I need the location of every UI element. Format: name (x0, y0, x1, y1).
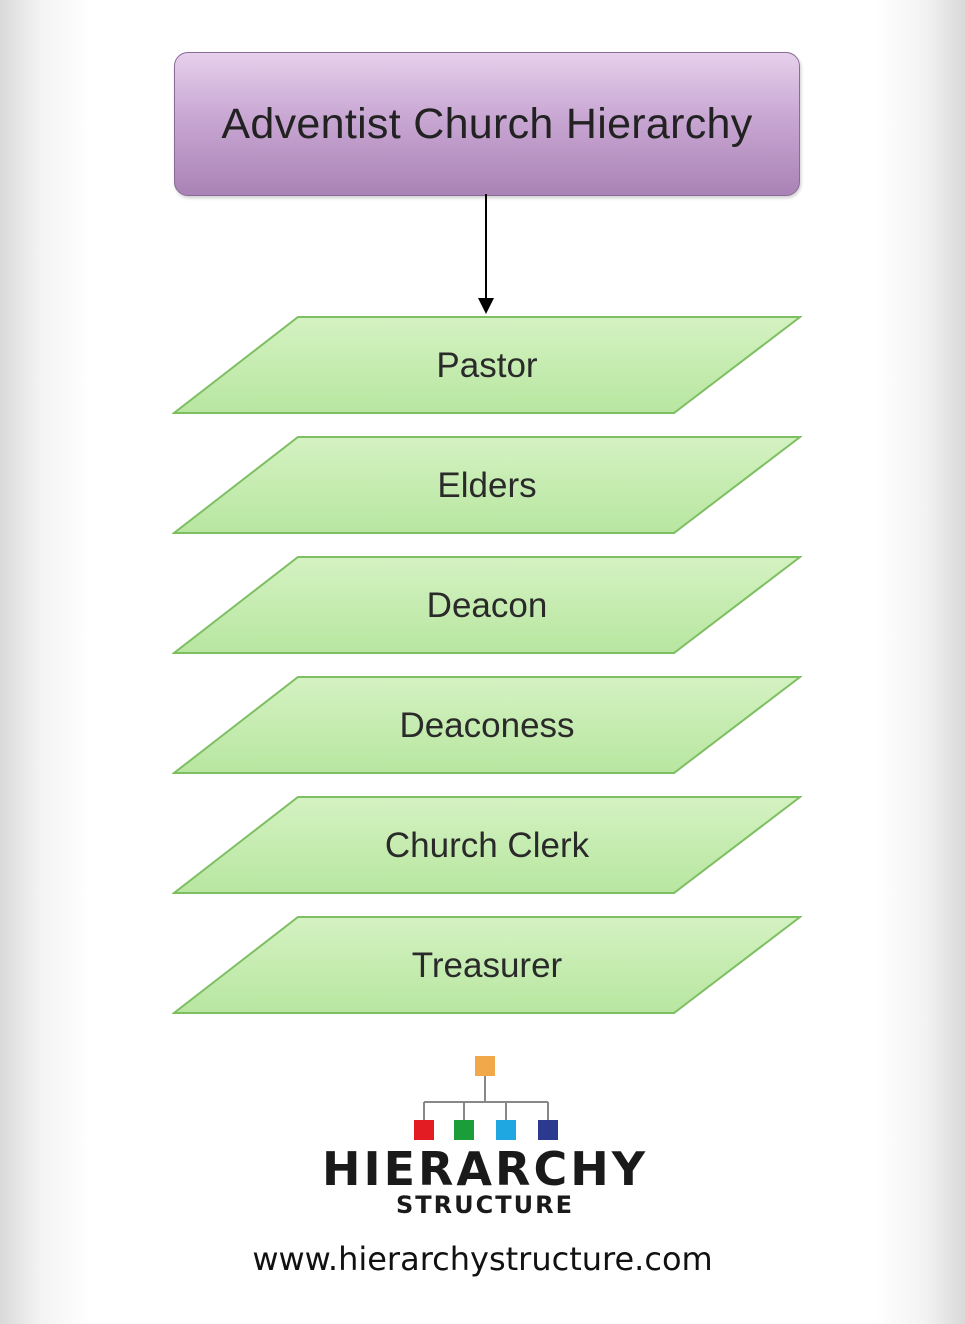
level-label: Church Clerk (384, 826, 590, 865)
level-elders: Elders (172, 436, 802, 536)
level-church-clerk: Church Clerk (172, 796, 802, 896)
level-label: Pastor (436, 346, 538, 385)
level-shape (172, 676, 802, 774)
logo-node-2 (454, 1120, 474, 1140)
level-shape (172, 796, 802, 894)
website-url: www.hierarchystructure.com (252, 1240, 713, 1278)
level-label: Elders (437, 466, 537, 505)
level-shape (172, 556, 802, 654)
hierarchy-structure-logo: HIERARCHY STRUCTURE (300, 1050, 670, 1230)
diagram-title: Adventist Church Hierarchy (221, 99, 753, 148)
logo-node-1 (414, 1120, 434, 1140)
logo-tree-icon (414, 1056, 558, 1140)
logo-node-3 (496, 1120, 516, 1140)
level-shape (172, 916, 802, 1014)
title-box: Adventist Church Hierarchy (174, 52, 800, 196)
connector-arrow (478, 194, 494, 314)
level-pastor: Pastor (172, 316, 802, 416)
logo-subword: STRUCTURE (396, 1191, 574, 1219)
level-deacon: Deacon (172, 556, 802, 656)
level-shape (172, 436, 802, 534)
level-shape (172, 316, 802, 414)
logo-word: HIERARCHY (321, 1142, 649, 1196)
logo-node-4 (538, 1120, 558, 1140)
level-treasurer: Treasurer (172, 916, 802, 1016)
logo-node-0 (475, 1056, 495, 1076)
level-deaconess: Deaconess (172, 676, 802, 776)
level-label: Deacon (426, 586, 548, 625)
level-label: Treasurer (411, 946, 563, 985)
level-label: Deaconess (399, 706, 575, 745)
